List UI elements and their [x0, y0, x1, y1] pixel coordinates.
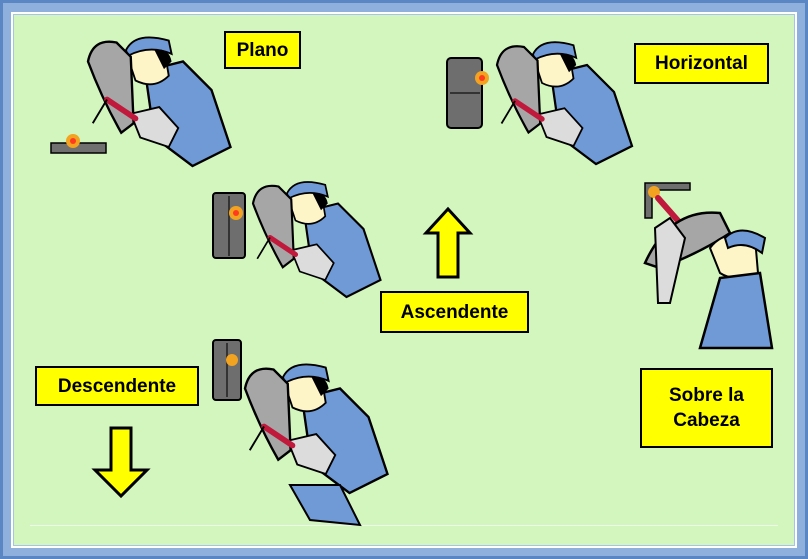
welder-vertical-up-illustration [212, 178, 383, 303]
divider [30, 525, 778, 526]
label-plano: Plano [224, 31, 301, 69]
welder-flat-illustration [50, 33, 218, 168]
label-sobre-la-cabeza: Sobre la Cabeza [640, 368, 773, 448]
welder-vertical-down-illustration [212, 339, 390, 527]
label-descendente: Descendente [35, 366, 199, 406]
welder-horizontal-illustration [446, 33, 632, 163]
welder-overhead-illustration [643, 182, 774, 350]
label-ascendente: Ascendente [380, 291, 529, 333]
up-arrow-icon [422, 206, 474, 279]
down-arrow-icon [91, 426, 151, 499]
label-horizontal: Horizontal [634, 43, 769, 84]
